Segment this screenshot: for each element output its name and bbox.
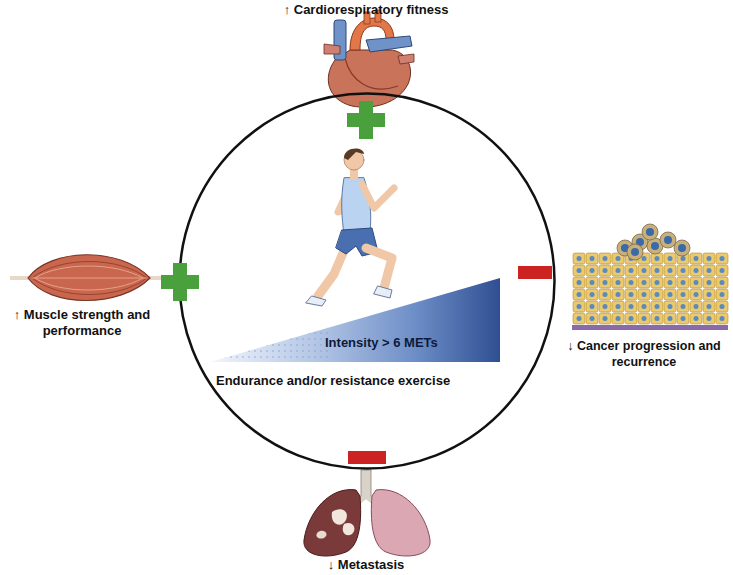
- muscle-icon: [10, 255, 165, 301]
- exercise-type-label: Endurance and/or resistance exercise: [216, 373, 450, 389]
- lungs-icon: [304, 470, 430, 556]
- circle-outline: [178, 92, 556, 470]
- plus-sign: [347, 101, 385, 139]
- exercise-circle: Intensity > 6 METsEndurance and/or resis…: [178, 92, 556, 470]
- outcome-label: ↑ Muscle strength and performance: [2, 307, 162, 339]
- outcome-label: ↑ Cardiorespiratory fitness: [216, 2, 516, 18]
- outcome-label: ↓ Metastasis: [266, 557, 466, 573]
- cancer-tissue-icon: [572, 224, 728, 330]
- minus-sign: [518, 266, 552, 279]
- runner-figure: [306, 148, 394, 306]
- minus-sign: [348, 451, 386, 464]
- intensity-wedge: [210, 278, 500, 362]
- outcome-label: ↓ Cancer progression and recurrence: [558, 338, 730, 370]
- intensity-label: Intensity > 6 METs: [325, 335, 438, 351]
- wedge-texture: [210, 327, 330, 362]
